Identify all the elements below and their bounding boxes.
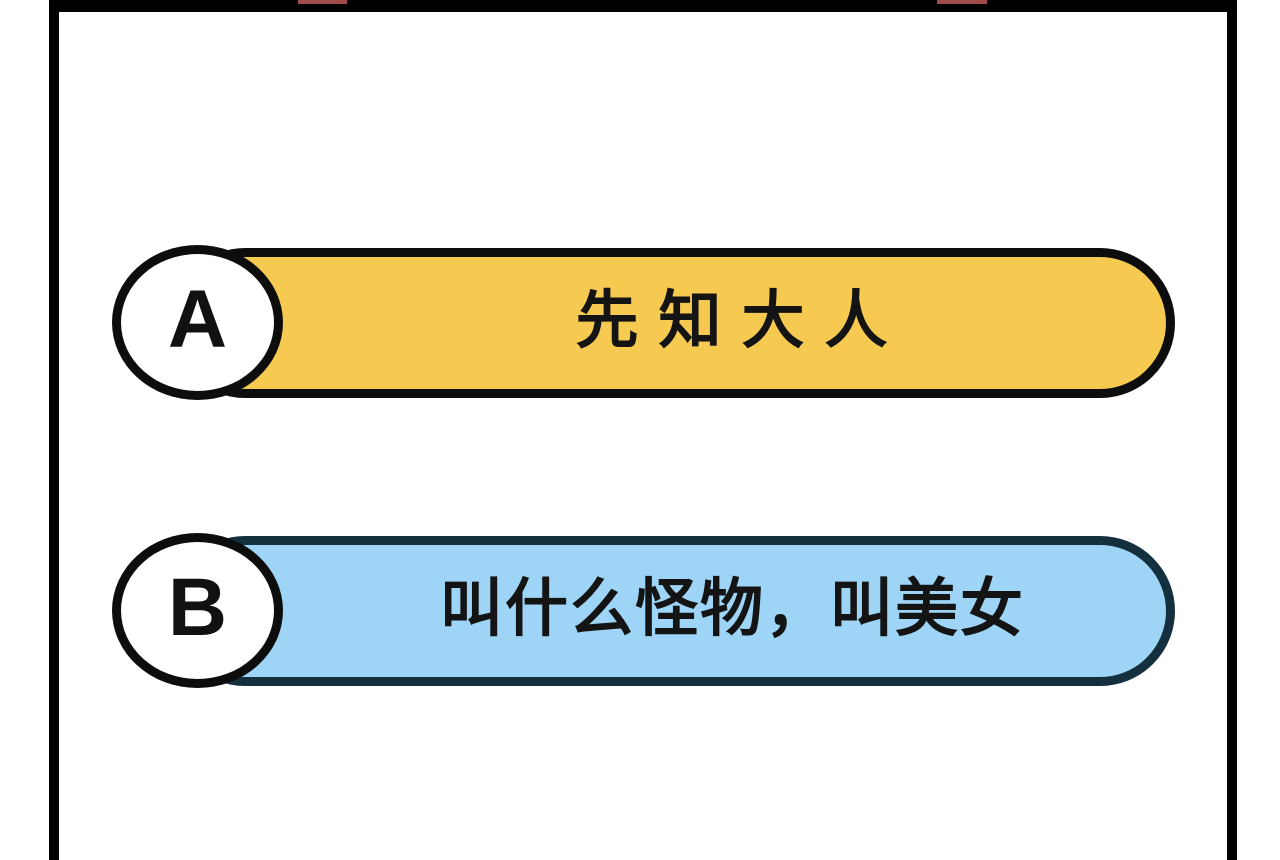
torn-red-strip-right <box>937 0 987 4</box>
choice-option-b[interactable]: 叫什么怪物，叫美女 B <box>112 533 1175 688</box>
option-b-letter: B <box>167 561 228 653</box>
option-a-badge: A <box>112 245 283 400</box>
torn-red-strip-left <box>298 0 347 4</box>
option-a-letter: A <box>167 273 228 365</box>
choice-option-a[interactable]: 先知大人 A <box>112 245 1175 400</box>
option-b-text: 叫什么怪物，叫美女 <box>440 573 1025 644</box>
option-a-pill[interactable]: 先知大人 <box>170 248 1175 398</box>
option-b-pill[interactable]: 叫什么怪物，叫美女 <box>170 536 1175 686</box>
comic-panel-frame <box>49 0 1237 860</box>
option-b-badge: B <box>112 533 283 688</box>
option-a-text: 先知大人 <box>575 285 908 356</box>
